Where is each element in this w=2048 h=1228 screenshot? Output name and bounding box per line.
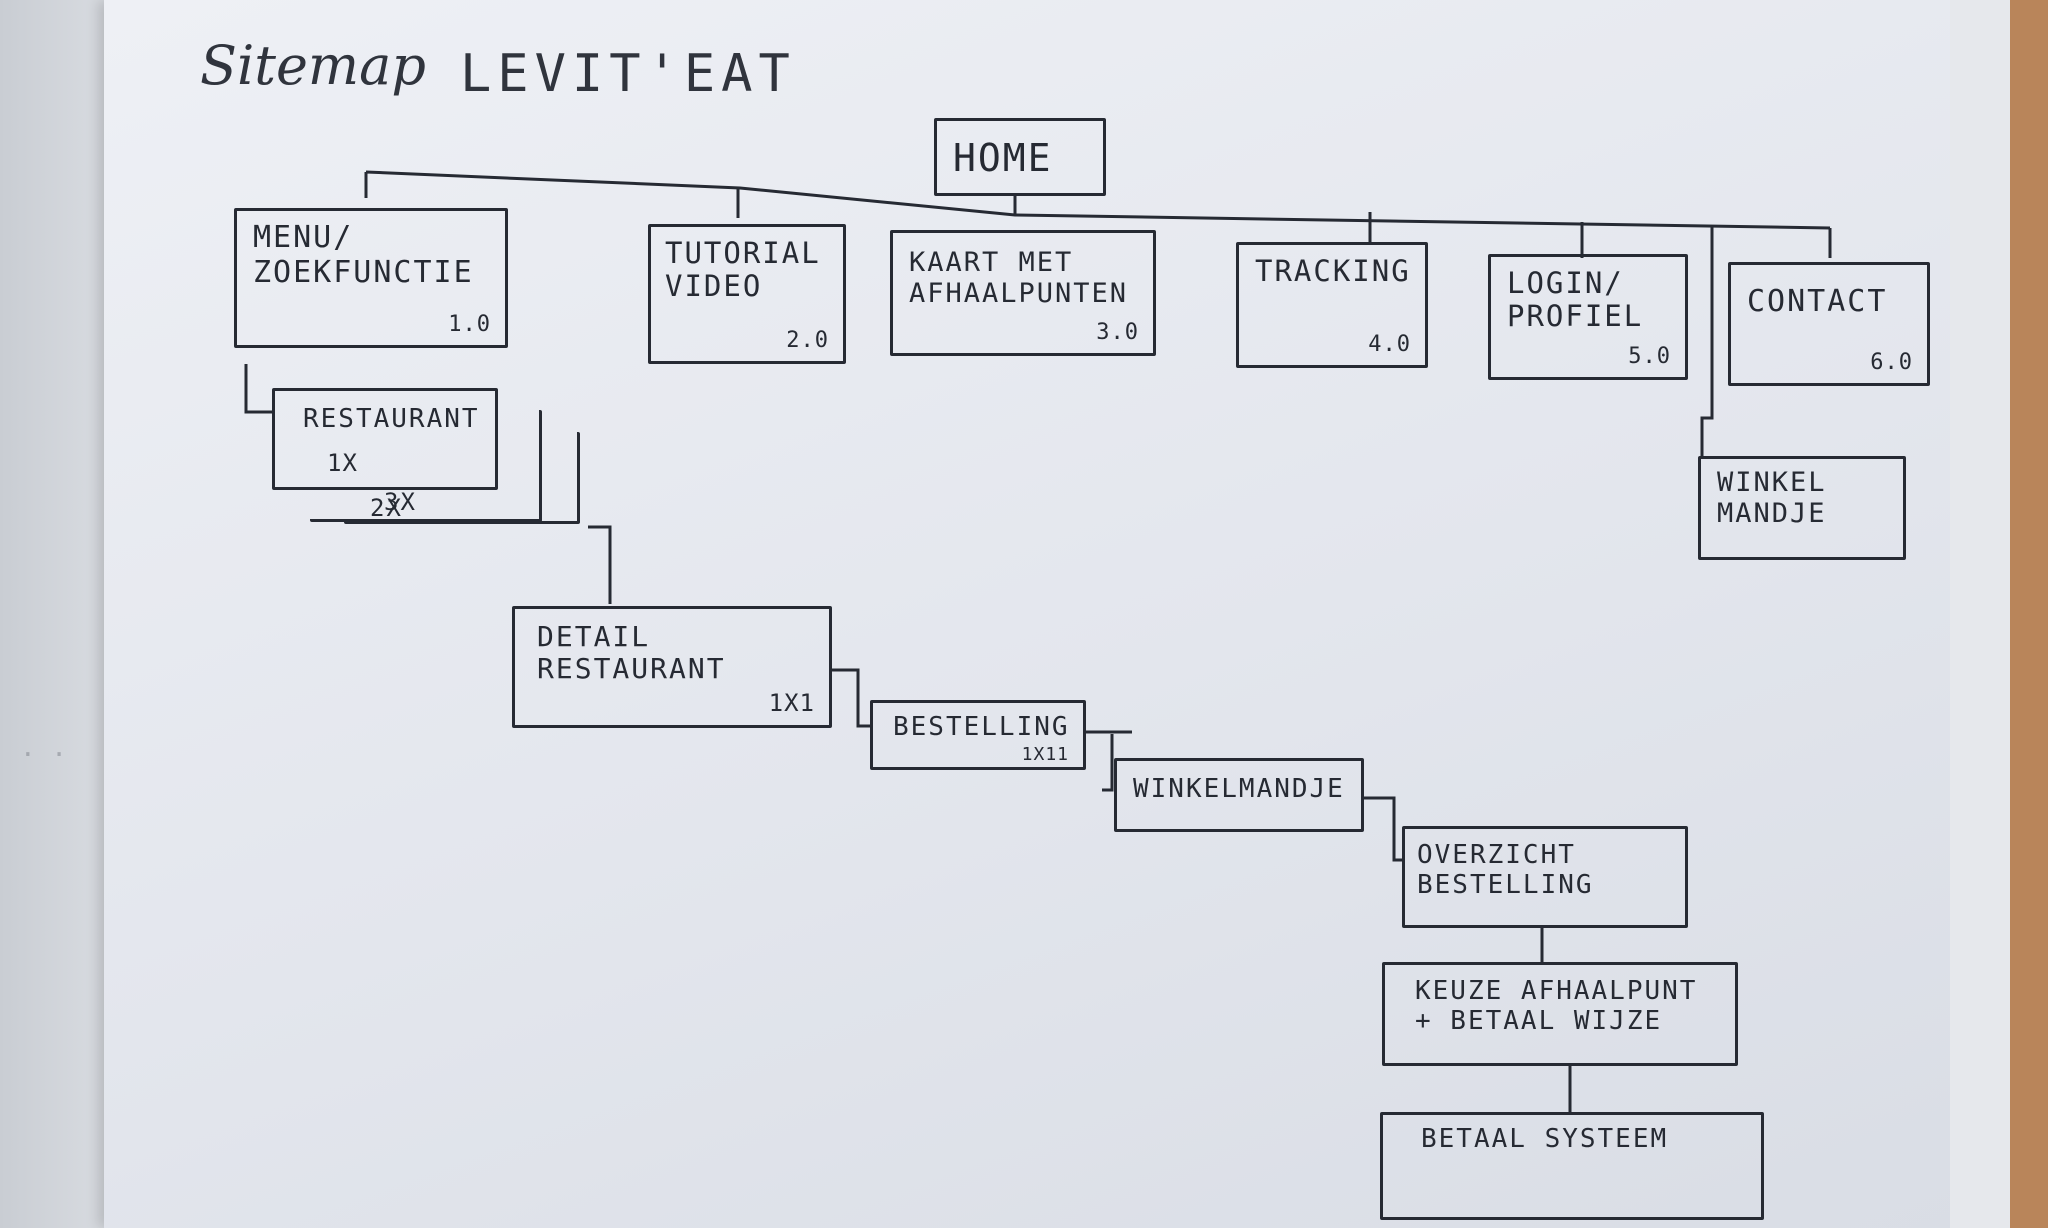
node-login-label: LOGIN/ PROFIEL: [1507, 266, 1644, 334]
node-overzicht-bestelling: OVERZICHT BESTELLING: [1402, 826, 1688, 928]
node-keuze-afhaalpunt: KEUZE AFHAALPUNT + BETAAL WIJZE: [1382, 962, 1738, 1066]
node-detail-number: 1x1: [768, 689, 815, 717]
sketch-paper: [104, 0, 1976, 1228]
node-overzicht-label: OVERZICHT BESTELLING: [1417, 840, 1594, 900]
node-menu-number: 1.0: [448, 312, 491, 337]
node-bestelling-number: 1x11: [1021, 744, 1069, 765]
node-contact: CONTACT 6.0: [1728, 262, 1930, 386]
connector-menu-restaurant: [244, 364, 272, 414]
node-betaal-systeem: BETAAL SYSTEEM: [1380, 1112, 1764, 1220]
node-contact-number: 6.0: [1870, 350, 1913, 375]
app-name-title: LEVIT'EAT: [460, 44, 796, 104]
node-restaurant-label: RESTAURANT: [303, 404, 480, 434]
node-contact-label: CONTACT: [1747, 284, 1888, 319]
connector-winkelmandje-overzicht: [1364, 796, 1402, 862]
node-winkelmandje-label: WINKELMANDJE: [1133, 774, 1345, 804]
node-kaart-number: 3.0: [1096, 320, 1139, 345]
connector-main-bar: [364, 170, 1831, 230]
background-paper-left: · ·: [0, 0, 120, 1228]
node-restaurant: RESTAURANT 1X: [272, 388, 498, 490]
node-winkelmandje: WINKELMANDJE: [1114, 758, 1364, 832]
node-login-number: 5.0: [1628, 344, 1671, 369]
node-login: LOGIN/ PROFIEL 5.0: [1488, 254, 1688, 380]
node-menu-label: MENU/ ZOEKFUNCTIE: [253, 220, 474, 290]
node-home: HOME: [934, 118, 1106, 196]
node-winkelmandje-top-label: WINKEL MANDJE: [1717, 467, 1827, 530]
node-restaurant-number: 1X: [327, 449, 358, 477]
node-bestelling: BESTELLING 1x11: [870, 700, 1086, 770]
node-tutorial: TUTORIAL VIDEO 2.0: [648, 224, 846, 364]
node-tracking-number: 4.0: [1368, 332, 1411, 357]
node-detail-restaurant: DETAIL RESTAURANT 1x1: [512, 606, 832, 728]
connector-bestelling-winkelmandje: [1086, 730, 1132, 792]
connector-restaurant-detail: [588, 525, 612, 604]
restaurant-copy-2-label: 2x: [370, 494, 403, 522]
node-tutorial-number: 2.0: [786, 328, 829, 353]
node-winkelmandje-top: WINKEL MANDJE: [1698, 456, 1906, 560]
connector-detail-bestelling: [830, 668, 872, 728]
title-prefix: Sitemap: [200, 34, 426, 97]
node-detail-label: DETAIL RESTAURANT: [537, 620, 726, 686]
paper-edge: [1950, 0, 2010, 1228]
node-bestelling-label: BESTELLING: [893, 712, 1070, 742]
node-tracking: TRACKING 4.0: [1236, 242, 1428, 368]
node-kaart-label: KAART MET AFHAALPUNTEN: [909, 247, 1129, 310]
node-restaurant-copy-3: 3x: [344, 432, 580, 524]
node-home-label: HOME: [953, 136, 1053, 180]
node-restaurant-copy-2: 2x: [310, 410, 542, 522]
node-betaal-label: BETAAL SYSTEEM: [1421, 1124, 1669, 1154]
node-tutorial-label: TUTORIAL VIDEO: [665, 236, 821, 304]
restaurant-copy-3-label: 3x: [384, 488, 417, 516]
node-kaart: KAART MET AFHAALPUNTEN 3.0: [890, 230, 1156, 356]
node-menu: MENU/ ZOEKFUNCTIE 1.0: [234, 208, 508, 348]
connector-winkelmandje-top: [1700, 226, 1714, 456]
background-scribble: · ·: [20, 740, 67, 770]
node-tracking-label: TRACKING: [1255, 254, 1411, 288]
node-keuze-label: KEUZE AFHAALPUNT + BETAAL WIJZE: [1415, 976, 1698, 1036]
